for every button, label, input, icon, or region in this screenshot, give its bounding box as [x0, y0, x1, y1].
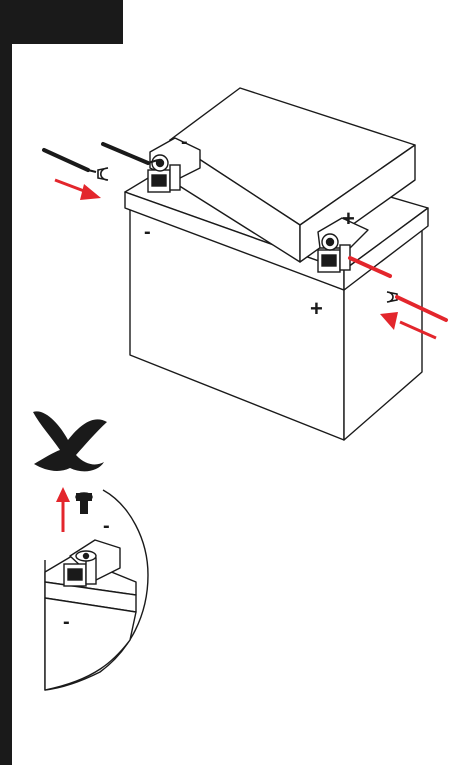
- lid-negative-label: -: [181, 131, 188, 153]
- connect-arrow-negative: [54, 178, 101, 200]
- detail-front-negative-label: -: [63, 611, 70, 633]
- positive-cable-attached: [348, 256, 392, 278]
- detail-terminal: [63, 550, 97, 587]
- detail-lid-negative-label: -: [103, 515, 110, 537]
- negative-cable-loose: [42, 148, 109, 181]
- arrow-up-icon: [56, 487, 70, 532]
- cross-mark-icon: [33, 411, 107, 472]
- positive-cable-loose: [386, 291, 448, 322]
- detail-vignette: [44, 489, 149, 691]
- left-margin-bar: [0, 0, 12, 765]
- front-positive-label: +: [310, 296, 323, 321]
- negative-terminal: [147, 154, 181, 193]
- positive-terminal: [317, 233, 351, 273]
- corner-header-block: [0, 0, 123, 44]
- connect-arrow-positive: [380, 312, 437, 340]
- negative-ring-lug: [97, 167, 109, 181]
- bolt-icon: [75, 492, 93, 514]
- battery-rim-right: [343, 207, 429, 291]
- front-negative-label: -: [144, 221, 151, 243]
- battery: [124, 87, 429, 441]
- lid-positive-label: +: [342, 206, 355, 231]
- negative-cable-attached: [101, 142, 159, 165]
